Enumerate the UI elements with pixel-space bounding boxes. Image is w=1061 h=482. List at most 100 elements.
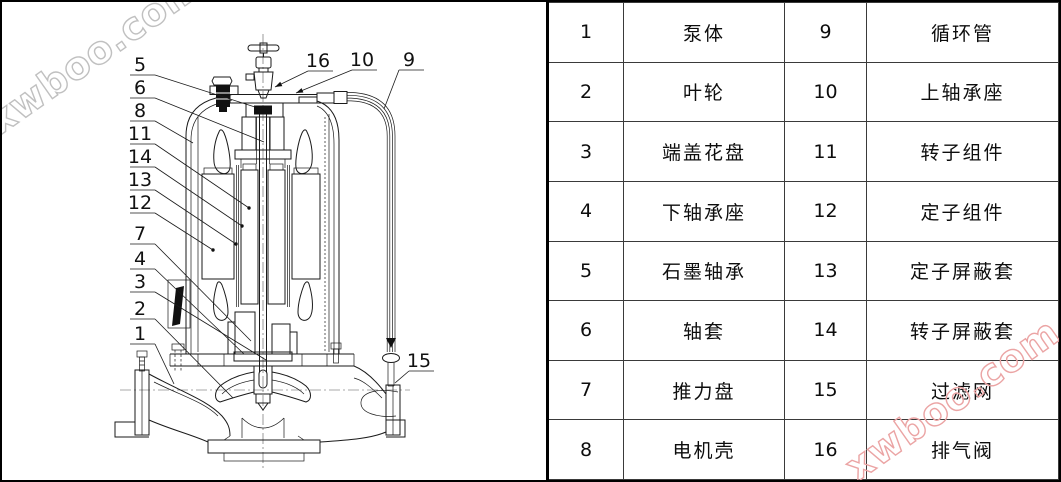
part-name: 泵体 (623, 2, 785, 63)
leader-line (154, 74, 256, 108)
part-number: 16 (784, 419, 867, 480)
callout-label: 5 (134, 54, 146, 76)
part-number: 9 (784, 2, 867, 63)
graphite-bearing (254, 105, 272, 115)
callout-13: 13 (128, 169, 238, 246)
leader-line (154, 212, 214, 251)
callout-label: 7 (134, 223, 146, 245)
part-name: 上轴承座 (866, 61, 1059, 123)
callout-label: 16 (306, 50, 330, 72)
part-name: 端盖花盘 (623, 121, 785, 182)
part-number: 10 (784, 61, 867, 123)
leader-line (154, 291, 267, 361)
callout-label: 4 (134, 248, 146, 270)
callout-5: 5 (130, 54, 256, 108)
callout-4: 4 (130, 248, 245, 355)
stator-winding-end (297, 281, 313, 321)
pipe-collar (382, 353, 400, 363)
part-name: 排气阀 (866, 419, 1059, 480)
callout-15: 15 (394, 350, 434, 384)
part-name: 叶轮 (623, 61, 785, 123)
callout-label: 9 (403, 49, 415, 71)
stator-winding-end (213, 129, 231, 175)
callout-label: 11 (128, 123, 152, 145)
callout-label: 13 (128, 169, 152, 191)
end-cover (169, 353, 355, 367)
part-name: 转子屏蔽套 (866, 300, 1059, 361)
part-name: 定子屏蔽套 (866, 240, 1059, 302)
part-number: 7 (547, 359, 624, 421)
part-number: 1 (547, 2, 624, 63)
part-number: 15 (784, 359, 867, 421)
stator-winding-end (295, 129, 313, 175)
callout-11: 11 (128, 123, 251, 210)
leader-line (154, 243, 252, 342)
part-name: 下轴承座 (623, 180, 785, 242)
leader-line (154, 97, 265, 143)
part-number: 2 (547, 61, 624, 123)
part-name: 轴套 (623, 300, 785, 361)
callout-label: 8 (134, 100, 146, 122)
part-name: 转子组件 (866, 121, 1059, 182)
callout-9: 9 (383, 49, 424, 110)
exhaust-valve (245, 42, 280, 99)
leader-arrow-icon (275, 81, 283, 87)
rotor-assembly (240, 163, 286, 305)
leader-line (154, 268, 245, 355)
part-number: 3 (547, 121, 624, 182)
flange-bolt (136, 350, 148, 372)
callout-6: 6 (130, 77, 265, 143)
callout-label: 1 (134, 323, 146, 345)
callout-12: 12 (128, 192, 215, 252)
part-number: 11 (784, 121, 867, 182)
callout-label: 12 (128, 192, 152, 214)
leader-dot (234, 242, 238, 246)
hidden-bolt (171, 343, 185, 372)
leader-line (154, 189, 237, 245)
callout-label: 10 (350, 49, 374, 71)
leader-line (295, 69, 353, 94)
callout-label: 6 (134, 77, 146, 99)
motor-shell (185, 94, 340, 354)
leader-line (154, 343, 175, 385)
part-name: 石墨轴承 (623, 240, 785, 302)
part-number: 12 (784, 180, 867, 242)
stator-assembly (201, 129, 321, 321)
flow-arrow-icon (386, 338, 396, 348)
part-name: 循环管 (866, 2, 1059, 63)
callout-2: 2 (130, 298, 234, 399)
callout-3: 3 (130, 271, 267, 361)
callout-14: 14 (128, 146, 244, 228)
leader-line (154, 143, 250, 209)
thrust-disk (233, 351, 293, 362)
callout-label: 3 (134, 271, 146, 293)
shaft-sleeve (234, 114, 292, 372)
leader-dot (211, 248, 215, 252)
part-name: 过滤网 (866, 359, 1059, 421)
callout-1: 1 (130, 323, 175, 385)
impeller (215, 365, 311, 411)
callout-10: 10 (295, 49, 377, 94)
circulation-pipe (298, 91, 400, 386)
leader-line (394, 370, 410, 384)
callout-8: 8 (130, 100, 194, 144)
stator-winding-end (213, 281, 229, 321)
callout-label: 14 (128, 146, 152, 168)
part-number: 6 (547, 300, 624, 361)
leader-dot (247, 206, 251, 210)
part-number: 4 (547, 180, 624, 242)
part-name: 电机壳 (623, 419, 785, 480)
joint-bolt (330, 342, 342, 364)
part-number: 13 (784, 240, 867, 302)
part-number: 14 (784, 300, 867, 361)
